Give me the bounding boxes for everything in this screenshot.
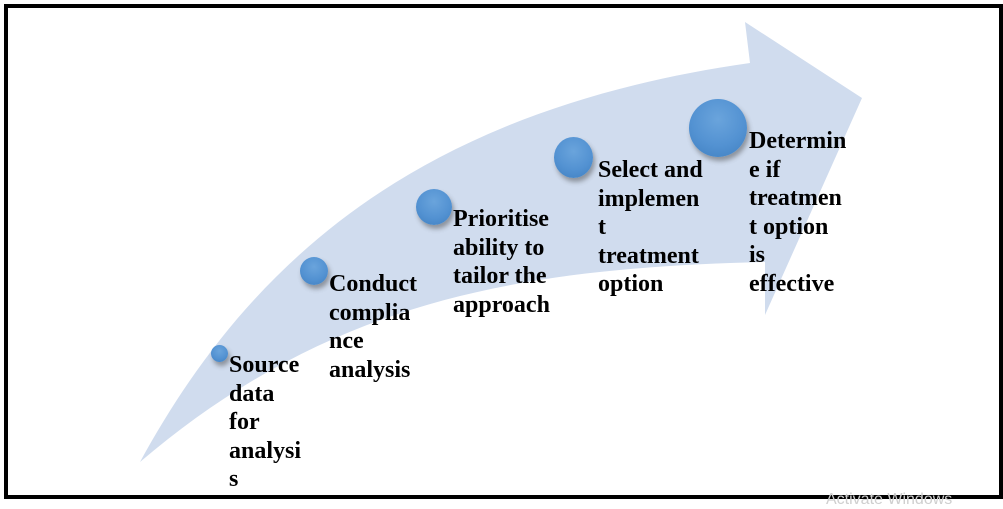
step-2-dot (300, 257, 328, 285)
step-2-label: Conduct complia nce analysis (329, 271, 418, 383)
curved-arrow-shape (140, 22, 862, 462)
activate-windows-watermark: Activate Windows (826, 491, 953, 508)
step-4-label: Select and implemen t treatment option (598, 157, 703, 297)
step-3-label: Prioritise ability to tailor the approac… (453, 206, 550, 318)
step-3-dot (416, 189, 452, 225)
step-5-label: Determin e if treatmen t option is effec… (749, 128, 847, 297)
step-1-dot (211, 345, 228, 362)
step-5-dot (689, 99, 747, 157)
step-4-dot (554, 137, 593, 178)
step-1-label: Source data for analysi s (229, 352, 302, 492)
